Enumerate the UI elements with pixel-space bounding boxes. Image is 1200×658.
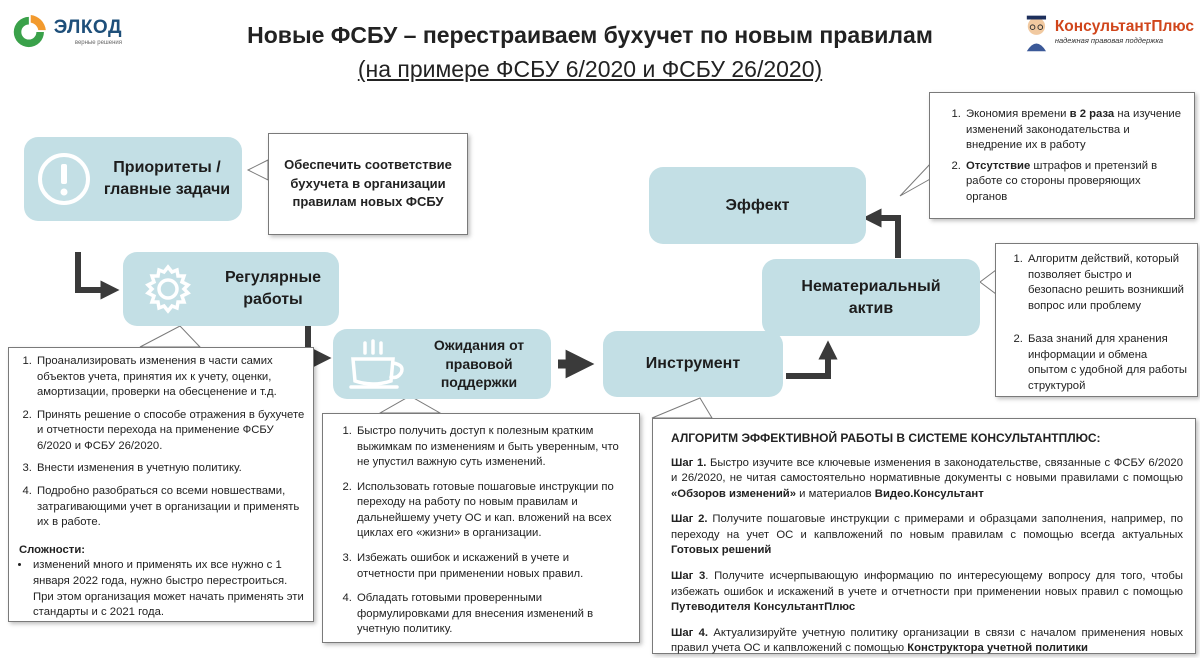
page-title: Новые ФСБУ – перестраиваем бухучет по но…: [247, 22, 933, 48]
consultantplus-tagline: надежная правовая поддержка: [1054, 36, 1164, 46]
list-item: Принять решение о способе отражения в бу…: [35, 408, 305, 455]
list-item: Быстро получить доступ к полезным кратки…: [355, 424, 629, 471]
arrow-instrument-to-intangible: [786, 340, 838, 379]
arrow-intangible-to-effect: [862, 208, 901, 258]
list-item: Обладать готовыми проверенными формулиро…: [355, 591, 629, 638]
expectations-box: Быстро получить доступ к полезным кратки…: [322, 413, 640, 643]
list-item: Алгоритм действий, который позволяет быс…: [1026, 252, 1189, 314]
node-regular-label: Регулярные работы: [224, 269, 322, 308]
node-intangible-label: Нематериальный актив: [801, 277, 941, 317]
node-expectations-label: Ожидания от правовой поддержки: [433, 336, 525, 391]
regular-works-box: Проанализировать изменения в части самих…: [8, 347, 314, 622]
intangible-callout: Алгоритм действий, который позволяет быс…: [995, 243, 1198, 397]
exclamation-icon: [38, 153, 90, 205]
difficulties-title: Сложности:: [19, 543, 86, 556]
elkod-emblem-icon: [13, 15, 46, 48]
intangible-list: Алгоритм действий, который позволяет быс…: [1002, 252, 1189, 395]
page-subtitle: (на примере ФСБУ 6/2020 и ФСБУ 26/2020): [357, 56, 823, 82]
algorithm-step: Шаг 4. Актуализируйте учетную политику о…: [671, 626, 1183, 655]
node-expectations: Ожидания от правовой поддержки: [333, 329, 551, 399]
algorithm-step: Шаг 3. Получите исчерпывающую информацию…: [671, 570, 1184, 614]
list-item: База знаний для хранения информации и об…: [1026, 332, 1189, 394]
expectations-list: Быстро получить доступ к полезным кратки…: [331, 424, 629, 638]
list-item: Использовать готовые пошаговые инструкци…: [355, 480, 629, 542]
node-intangible: Нематериальный актив: [762, 259, 980, 336]
elkod-tagline: верные решения: [74, 40, 122, 46]
algorithm-box: АЛГОРИТМ ЭФФЕКТИВНОЙ РАБОТЫ В СИСТЕМЕ КО…: [652, 418, 1196, 654]
effect-list: Экономия времени в 2 раза на изучение из…: [940, 107, 1184, 205]
difficulties-item: изменений много и применять их все нужно…: [31, 558, 305, 620]
elkod-name: ЭЛКОД: [53, 17, 122, 38]
algorithm-step: Шаг 2. Получите пошаговые инструкции с п…: [671, 513, 1183, 557]
algorithm-step: Шаг 1. Быстро изучите все ключевые измен…: [671, 456, 1183, 500]
effect-callout: Экономия времени в 2 раза на изучение из…: [929, 92, 1195, 219]
node-effect-label: Эффект: [725, 196, 790, 214]
callout-pointer-effect: [899, 160, 933, 197]
elkod-logo: ЭЛКОД верные решения: [10, 8, 122, 56]
priorities-callout-text: Обеспечить соответствие бухучета в орган…: [284, 156, 452, 210]
list-item: Отсутствие штрафов и претензий в работе …: [964, 159, 1184, 206]
node-priorities-label: Приоритеты / главные задачи: [103, 159, 231, 198]
node-regular: Регулярные работы: [123, 252, 339, 326]
callout-pointer-intangible: [979, 269, 997, 295]
node-instrument: Инструмент: [603, 331, 783, 397]
algorithm-title: АЛГОРИТМ ЭФФЕКТИВНОЙ РАБОТЫ В СИСТЕМЕ КО…: [671, 431, 1101, 445]
list-item: Избежать ошибок и искажений в учете и от…: [355, 551, 629, 582]
professor-icon: [1026, 15, 1047, 52]
priorities-callout: Обеспечить соответствие бухучета в орган…: [268, 133, 468, 235]
callout-pointer-priorities: [246, 159, 269, 181]
list-item: Подробно разобраться со всеми новшествам…: [35, 484, 305, 531]
callout-pointer-regular: [139, 325, 202, 348]
node-priorities: Приоритеты / главные задачи: [24, 137, 242, 221]
list-item: Внести изменения в учетную политику.: [35, 461, 305, 477]
consultantplus-name: КонсультантПлюс: [1054, 17, 1194, 35]
list-item: Экономия времени в 2 раза на изучение из…: [964, 107, 1184, 154]
arrow-priorities-to-regular: [75, 252, 120, 300]
consultantplus-logo: КонсультантПлюс надежная правовая поддер…: [1022, 8, 1194, 56]
list-item: Проанализировать изменения в части самих…: [35, 354, 305, 401]
callout-pointer-instrument: [651, 397, 713, 419]
gear-icon: [145, 264, 191, 314]
node-instrument-label: Инструмент: [645, 355, 741, 373]
node-effect: Эффект: [649, 167, 866, 244]
difficulties-list: изменений много и применять их все нужно…: [15, 558, 305, 620]
coffee-cup-icon: [349, 339, 404, 389]
regular-works-list: Проанализировать изменения в части самих…: [15, 354, 305, 531]
